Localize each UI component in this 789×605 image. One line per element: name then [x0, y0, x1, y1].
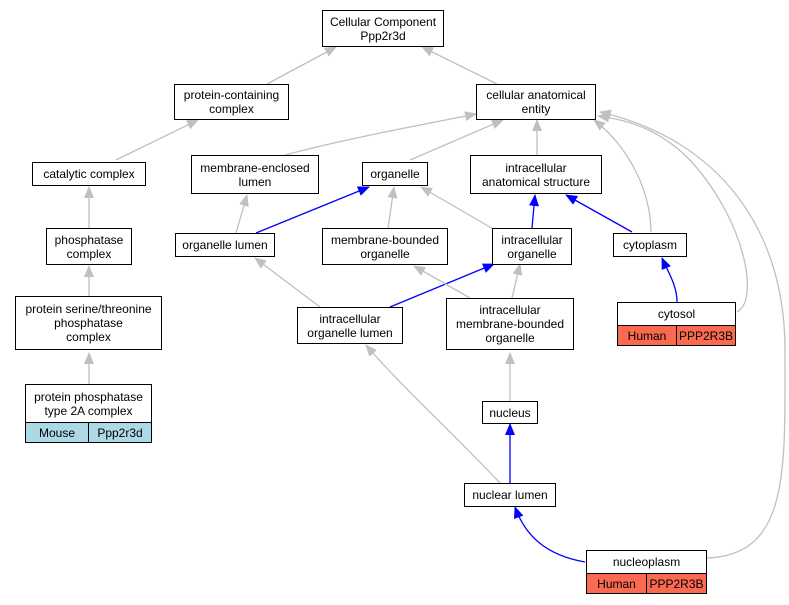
edge-protein-containing-to-root [266, 46, 337, 85]
edge-organelle-lumen-to-organelle [255, 186, 370, 234]
edge-intracellular-organelle-to-intracellular-structure [529, 194, 539, 229]
gene-label: Ppp2r3d [88, 423, 151, 442]
edge-intra-mem-bounded-to-intracellular-organelle [511, 263, 523, 299]
edge-catalytic-to-protein-containing [115, 119, 199, 161]
node-cytoplasm[interactable]: cytoplasm [613, 233, 687, 257]
node-nucleoplasm[interactable]: nucleoplasm Human PPP2R3B [586, 550, 707, 594]
annotation-row-human: Human PPP2R3B [618, 325, 735, 345]
edge-cytoplasm-to-cellular-anatomical [593, 119, 652, 233]
gene-label: PPP2R3B [676, 326, 735, 345]
gene-label: PPP2R3B [646, 574, 706, 593]
edge-cytosol-to-cellular-anatomical [597, 112, 749, 313]
edge-organelle-to-cellular-anatomical [409, 119, 504, 161]
node-organelle[interactable]: organelle [362, 162, 428, 186]
edge-organelle-lumen-to-membrane-enclosed [235, 194, 249, 234]
species-label: Human [587, 574, 646, 593]
edge-intra-mem-bounded-to-membrane-bounded [413, 265, 471, 299]
annotation-row-mouse: Mouse Ppp2r3d [26, 422, 151, 442]
edge-intra-org-lumen-to-organelle-lumen [254, 257, 321, 308]
edge-membrane-bounded-to-organelle [387, 186, 398, 229]
edge-intracellular-organelle-to-organelle [420, 186, 496, 231]
node-catalytic-complex[interactable]: catalytic complex [32, 162, 146, 186]
edge-cytoplasm-to-intracellular-structure [565, 194, 633, 233]
edge-membrane-enclosed-to-cellular-anatomical [284, 111, 477, 156]
edge-nuclear-lumen-to-intra-org-lumen [365, 344, 501, 484]
edge-nucleoplasm-to-nuclear-lumen [513, 506, 586, 563]
node-nucleus[interactable]: nucleus [482, 401, 538, 424]
annotation-row-human: Human PPP2R3B [587, 573, 706, 593]
node-nuclear-lumen[interactable]: nuclear lumen [464, 483, 556, 507]
edge-cellular-anatomical-to-root [421, 46, 498, 85]
node-cytosol[interactable]: cytosol Human PPP2R3B [617, 302, 736, 346]
edge-nucleoplasm-to-cellular-anatomical [599, 109, 786, 559]
node-organelle-lumen[interactable]: organelle lumen [175, 233, 275, 257]
edge-cytosol-to-cytoplasm [661, 257, 678, 303]
species-label: Mouse [26, 423, 88, 442]
species-label: Human [618, 326, 676, 345]
edge-intra-org-lumen-to-intracellular-organelle [389, 263, 495, 308]
